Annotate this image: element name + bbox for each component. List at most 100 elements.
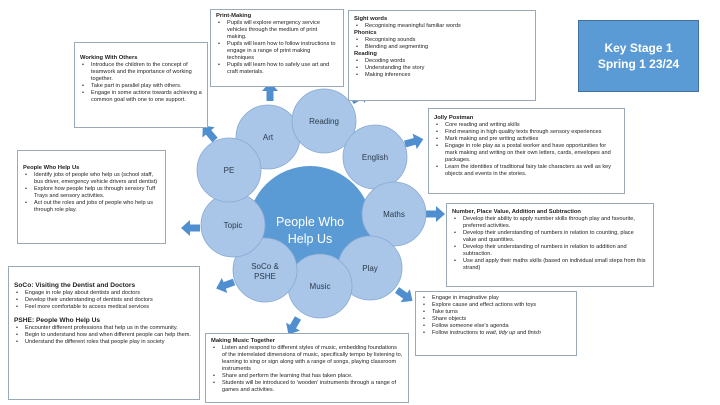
list-item: Develop their understanding of numbers i… [454, 244, 648, 258]
soco-title: SoCo: Visiting the Dentist and Doctors [14, 282, 136, 289]
list-item: Engage in imaginative play [423, 295, 571, 302]
phonics-title: Phonics [354, 30, 377, 36]
satellite-label: Music [310, 282, 331, 291]
working-with-others-box: Working With Others Introduce the childr… [74, 42, 208, 128]
list-item: Follow instructions to wait, tidy up and… [423, 330, 571, 337]
pshe-title: PSHE: People Who Help Us [14, 317, 101, 324]
list-item: Listen and respond to different styles o… [213, 345, 403, 373]
arrow-icon [202, 125, 218, 143]
working-with-others-title: Working With Others [80, 55, 138, 61]
arrow-icon [404, 133, 424, 150]
list-item: Engage in some actions towards achieving… [82, 90, 202, 104]
satellite-label: SoCo & [251, 262, 279, 271]
list-item: Take turns [423, 309, 571, 316]
list-item: Pupils will explore emergency service ve… [218, 20, 338, 41]
people-who-help-us-title: People Who Help Us [23, 165, 80, 171]
term-line: Spring 1 23/24 [597, 57, 680, 71]
list-item: Introduce the children to the concept of… [82, 62, 202, 83]
list-item: Recognising meaningful familiar words [356, 23, 530, 30]
list-item: Share and perform the learning that has … [213, 373, 403, 380]
arrow-icon [286, 316, 302, 335]
satellite-label: English [362, 153, 388, 162]
satellite-label: Play [362, 264, 378, 273]
list-item: Learn the identities of traditional fair… [436, 164, 619, 178]
key-stage-title-box: Key Stage 1 Spring 1 23/24 [578, 20, 699, 92]
list-item: Use and apply their maths skills (based … [454, 258, 648, 272]
list-item: Develop their ability to apply number sk… [454, 216, 648, 230]
jolly-postman-box: Jolly Postman Core reading and writing s… [428, 108, 625, 194]
play-box: Engage in imaginative play Explore cause… [415, 291, 577, 356]
list-item: Begin to understand how and when differe… [16, 332, 194, 339]
satellite-circle-soco [232, 237, 298, 303]
satellite-label: Maths [383, 210, 405, 219]
arrow-to-play [394, 287, 413, 303]
list-item: Follow someone else's agenda [423, 323, 571, 330]
music-box: Making Music Together Listen and respond… [205, 333, 409, 403]
sight-words-title: Sight words [354, 16, 388, 22]
satellite-label: Topic [224, 221, 243, 230]
arrow-to-soco-pshe [216, 277, 236, 293]
music-title: Making Music Together [211, 338, 275, 344]
maths-box: Number, Place Value, Addition and Subtra… [446, 203, 654, 287]
text: Follow instructions to [432, 330, 486, 336]
satellite-label: PSHE [254, 272, 276, 281]
list-item: Mark making and pre writing activities [436, 136, 619, 143]
list-item: Engage in role play about dentists and d… [16, 290, 194, 297]
key-stage-line: Key Stage 1 [604, 41, 673, 55]
list-item: Engage in role play as a postal worker a… [436, 143, 619, 164]
list-item: Explore cause and effect actions with to… [423, 302, 571, 309]
arrow-to-working-with-others [202, 125, 218, 143]
soco-pshe-box: SoCo: Visiting the Dentist and Doctors E… [8, 266, 200, 400]
jolly-postman-title: Jolly Postman [434, 115, 474, 121]
list-item: Develop their understanding of numbers i… [454, 230, 648, 244]
arrow-icon [216, 277, 236, 293]
reading-title: Reading [354, 51, 377, 57]
center-label-line1: People Who [276, 215, 344, 229]
list-item: Identify jobs of people who help us (sch… [25, 172, 160, 186]
arrow-icon [426, 206, 445, 222]
text: wait [485, 330, 496, 336]
list-item: Blending and segmenting [356, 44, 530, 51]
list-item: Understand the different roles that peop… [16, 339, 194, 346]
list-item: Encounter different professions that hel… [16, 325, 194, 332]
satellite-label: Art [263, 133, 274, 142]
print-making-box: Print-Making Pupils will explore emergen… [210, 9, 344, 87]
list-item: Explore how people help us through senso… [25, 186, 160, 200]
center-label-line2: Help Us [288, 232, 332, 246]
arrow-icon [181, 220, 200, 236]
satellite-label: PE [224, 166, 235, 175]
text: and [515, 330, 528, 336]
list-item: Pupils will learn how to safely use art … [218, 62, 338, 76]
arrow-to-music [286, 316, 302, 335]
satellite-circle-pe [196, 137, 262, 203]
satellite-label: Reading [309, 117, 339, 126]
print-making-title: Print-Making [216, 13, 252, 19]
reading-box: Sight words Recognising meaningful famil… [348, 10, 536, 101]
text: finish [527, 330, 541, 336]
list-item: Decoding words [356, 58, 530, 65]
satellite-circle-reading [291, 88, 357, 154]
list-item: Take part in parallel play with others. [82, 83, 202, 90]
text: tidy up [498, 330, 516, 336]
people-who-help-us-box: People Who Help Us Identify jobs of peop… [17, 150, 166, 244]
list-item: Understanding the story [356, 65, 530, 72]
list-item: Act out the roles and jobs of people who… [25, 200, 160, 214]
list-item: Develop their understanding of dentists … [16, 297, 194, 304]
list-item: Recognising sounds [356, 37, 530, 44]
list-item: Core reading and writing skills [436, 122, 619, 129]
list-item: Feel more comfortable to access medical … [16, 304, 194, 311]
list-item: Students will be introduced to 'wooden' … [213, 380, 403, 394]
arrow-to-jolly-postman [404, 133, 424, 150]
arrow-to-maths [426, 206, 445, 222]
maths-title: Number, Place Value, Addition and Subtra… [452, 209, 581, 215]
list-item: Find meaning in high quality texts throu… [436, 129, 619, 136]
list-item: Pupils will learn how to follow instruct… [218, 41, 338, 62]
arrow-to-people-who-help-us [181, 220, 200, 236]
list-item: Making inferences [356, 72, 530, 79]
arrow-icon [394, 287, 413, 303]
text: , [495, 330, 499, 336]
satellite-circle-maths [361, 181, 427, 247]
list-item: Share objects [423, 316, 571, 323]
